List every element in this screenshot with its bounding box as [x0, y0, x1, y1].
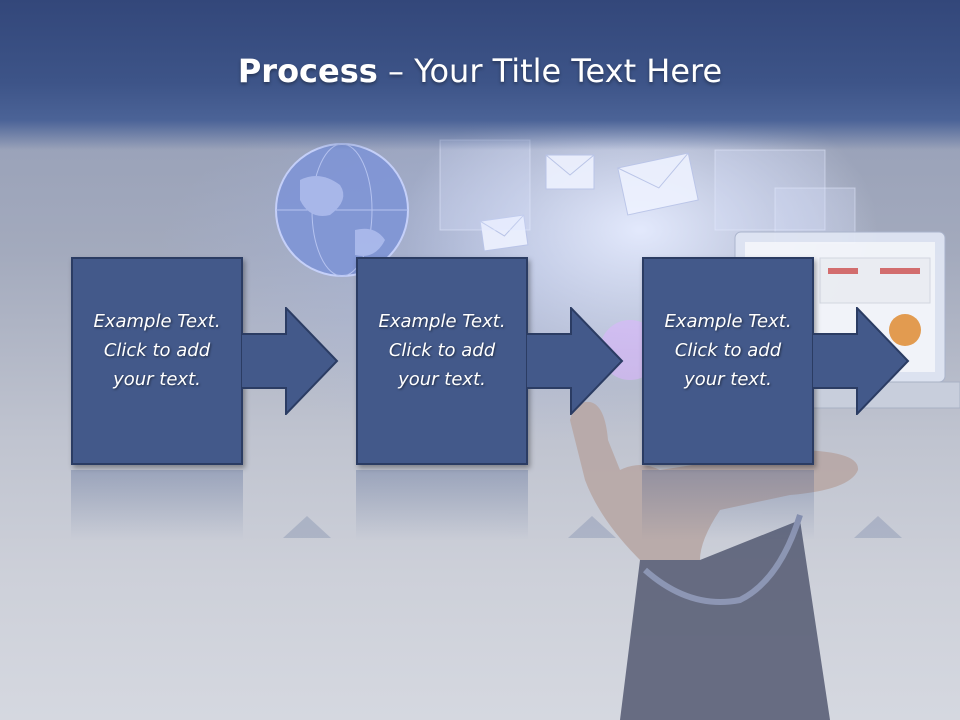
step-text-line: Click to add — [674, 340, 782, 361]
step-text[interactable]: Example Text. Click to add your text. — [356, 307, 528, 394]
step-box[interactable] — [71, 257, 243, 465]
arrow-right-icon — [812, 307, 910, 415]
process-step-3: Example Text. Click to add your text. — [642, 257, 922, 469]
step-text-line: your text. — [398, 369, 486, 390]
title-rest: – Your Title Text Here — [377, 52, 723, 90]
title-bar — [0, 0, 960, 150]
arrow-right-icon — [526, 307, 624, 415]
slide-title[interactable]: Process – Your Title Text Here — [0, 52, 960, 90]
step-text-line: your text. — [684, 369, 772, 390]
step-text[interactable]: Example Text. Click to add your text. — [71, 307, 243, 394]
step-text-line: Example Text. — [93, 311, 221, 332]
process-step-1: Example Text. Click to add your text. — [71, 257, 351, 469]
process-step-2: Example Text. Click to add your text. — [356, 257, 636, 469]
step-box[interactable] — [356, 257, 528, 465]
step-text-line: your text. — [113, 369, 201, 390]
step-text-line: Click to add — [388, 340, 496, 361]
title-bold: Process — [237, 52, 378, 90]
step-text[interactable]: Example Text. Click to add your text. — [642, 307, 814, 394]
step-text-line: Click to add — [103, 340, 211, 361]
step-text-line: Example Text. — [664, 311, 792, 332]
step-text-line: Example Text. — [378, 311, 506, 332]
arrow-right-icon — [241, 307, 339, 415]
step-box[interactable] — [642, 257, 814, 465]
